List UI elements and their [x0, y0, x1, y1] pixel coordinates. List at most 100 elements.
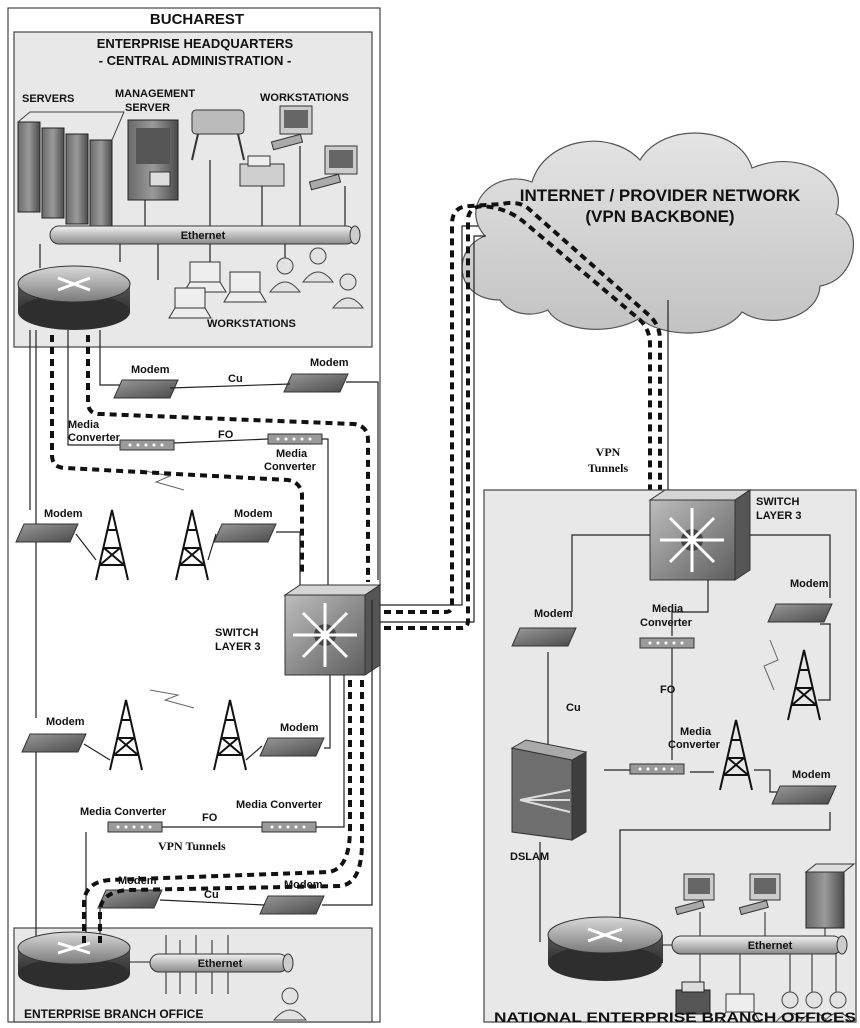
dslam-icon: [510, 739, 588, 841]
national-switch-label-2: LAYER 3: [756, 510, 801, 522]
modem-icon: [15, 523, 79, 543]
radio-tower-icon: [719, 649, 821, 791]
modem-label: Modem: [790, 578, 829, 590]
servers-label: SERVERS: [22, 93, 74, 105]
national-ethernet-label: Ethernet: [748, 940, 793, 952]
media-converter-label-1: Media: [68, 419, 100, 431]
fo-label: FO: [202, 812, 218, 824]
media-converter-label-2: Converter: [68, 432, 121, 444]
modem-label: Modem: [280, 722, 319, 734]
switch-label-2: LAYER 3: [215, 641, 260, 653]
national-mc-label-1: Media: [652, 603, 684, 615]
cu-label: Cu: [204, 889, 219, 901]
laptop-icon: [168, 261, 267, 319]
national-ethernet-bus: [671, 935, 848, 955]
media-converter-label: Media Converter: [236, 799, 323, 811]
branch-ethernet-bus: [149, 953, 294, 973]
media-converter-label-3: Media: [276, 448, 308, 460]
branch-office-title: ENTERPRISE BRANCH OFFICE: [24, 1007, 203, 1021]
modem-label: Modem: [234, 508, 273, 520]
modem-label: Modem: [131, 364, 170, 376]
printer-icon: [675, 981, 711, 1015]
switch-layer3-icon: [648, 489, 752, 581]
mc-bottom-to-switch: [316, 675, 345, 828]
modem-icon: [97, 889, 163, 909]
wireless-link-icon: [149, 689, 195, 709]
radio-tower-icon: [109, 699, 247, 771]
modem-icon: [259, 737, 325, 757]
hq-title-line2: - CENTRAL ADMINISTRATION -: [99, 53, 292, 68]
cu-link-bottom: [159, 899, 265, 906]
modem-icon: [771, 785, 837, 805]
media-converter-icon: [629, 763, 685, 775]
modem-bottom-to-switch: [322, 600, 373, 906]
national-branch-title: NATIONAL ENTERPRISE BRANCH OFFICES: [494, 1009, 856, 1025]
mc-to-switch: [322, 438, 329, 590]
national-links: [539, 534, 831, 942]
user-icon: [272, 987, 308, 1021]
fo-label: FO: [660, 684, 676, 696]
management-server-label-2: SERVER: [125, 102, 170, 114]
workstation-icon: [674, 873, 715, 916]
hq-router-links: [29, 330, 140, 718]
workstation-icon: [738, 873, 781, 916]
branch-ethernet-label: Ethernet: [198, 958, 243, 970]
media-converter-icon: [107, 821, 163, 833]
modem-icon: [283, 373, 349, 393]
modem-icon: [767, 603, 833, 623]
hq-ethernet-label: Ethernet: [181, 230, 226, 242]
laptop-drops: [119, 244, 286, 280]
internet-cloud-icon: [461, 132, 855, 334]
national-mc-label-2: Converter: [640, 617, 693, 629]
hq-router-icon: [17, 265, 131, 330]
user-group-icon: [774, 991, 854, 1023]
media-converter-label-4: Converter: [264, 461, 317, 473]
server-rack-icon: [17, 111, 125, 231]
modem-icon: [259, 895, 325, 915]
fax-icon: [239, 155, 285, 187]
hq-drop-lines: [69, 146, 346, 230]
modem-label: Modem: [310, 357, 349, 369]
national-mc-label-4: Converter: [668, 739, 721, 751]
media-converter-icon: [639, 637, 695, 649]
fo-label: FO: [218, 429, 234, 441]
workstation-icon: [270, 105, 313, 151]
vpn-label-center-1: VPN: [596, 445, 621, 459]
hq-ethernet-bus: [49, 225, 361, 245]
workstations-bottom-label: WORKSTATIONS: [207, 318, 296, 330]
fo-link-top: [173, 438, 269, 444]
wireless-link-icon: [763, 639, 779, 691]
modem-icon: [113, 379, 179, 399]
modem-label: Modem: [534, 608, 573, 620]
modem-label: Modem: [46, 716, 85, 728]
plotter-icon: [191, 109, 245, 161]
modem-icon: [21, 733, 87, 753]
cu-label: Cu: [228, 373, 243, 385]
radio-tower-icon: [95, 509, 209, 581]
media-converter-icon: [261, 821, 317, 833]
national-switch-label-1: SWITCH: [756, 496, 799, 508]
cloud-title-line2: (VPN BACKBONE): [585, 207, 734, 226]
workstations-top-label: WORKSTATIONS: [260, 92, 349, 104]
hq-title-line1: ENTERPRISE HEADQUARTERS: [97, 36, 294, 51]
workstation-icon: [308, 145, 358, 191]
cu-label: Cu: [566, 702, 581, 714]
cu-link-top: [169, 383, 291, 389]
vpn-tunnel-lines: [50, 200, 662, 961]
branch-router-icon: [17, 931, 131, 990]
switch-label-1: SWITCH: [215, 627, 258, 639]
wireless-links-2: [83, 675, 331, 761]
vpn-label-center-2: Tunnels: [588, 461, 629, 475]
media-converter-icon: [267, 433, 323, 445]
management-server-label-1: MANAGEMENT: [115, 88, 195, 100]
switch-layer3-icon: [283, 584, 382, 676]
city-label: BUCHAREST: [150, 11, 244, 28]
national-router-icon: [547, 916, 663, 981]
modem-icon: [511, 627, 577, 647]
server-icon: [804, 863, 856, 929]
vpn-tunnels-label-left: VPN Tunnels: [158, 839, 226, 853]
management-server-icon: [127, 119, 179, 201]
media-converter-label: Media Converter: [80, 806, 167, 818]
modem-to-switch: [346, 381, 379, 580]
